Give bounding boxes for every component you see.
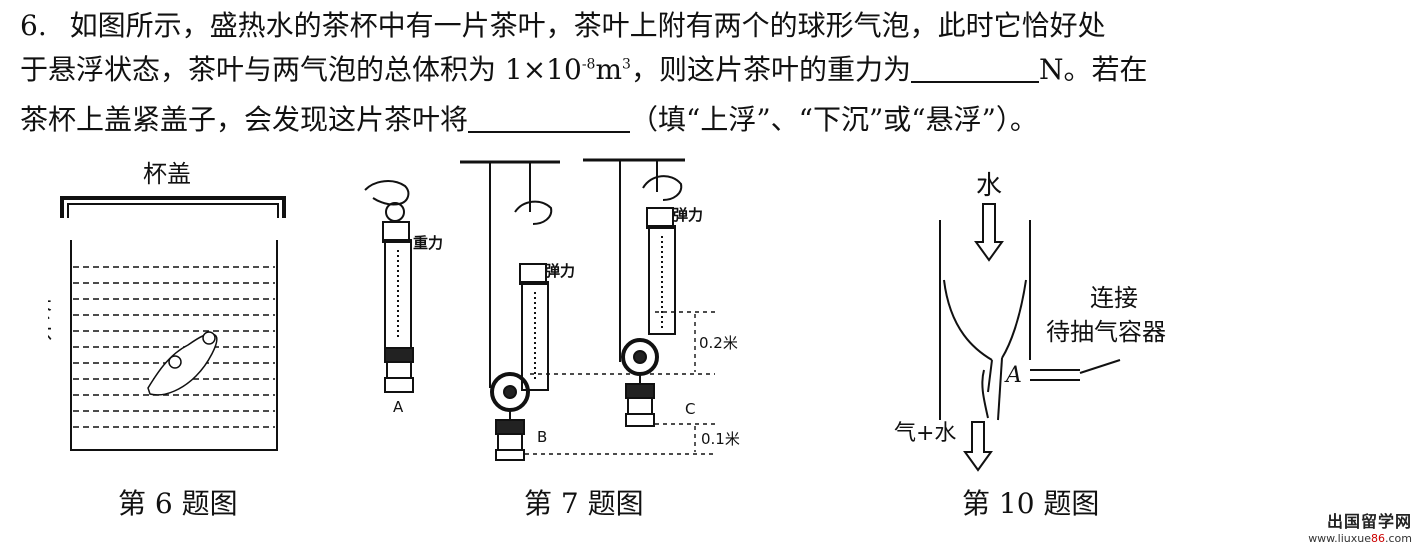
setup-b — [489, 162, 553, 461]
watermark-url: www.liuxue86.com — [1308, 532, 1412, 545]
question-text-3a: 茶杯上盖紧盖子，会发现这片茶叶将 — [20, 103, 469, 136]
connect-label-2: 待抽气容器 — [1046, 318, 1166, 346]
question-text-3b: （填“上浮”、“下沉”或“悬浮”）。 — [630, 103, 1038, 136]
tea-cup-diagram: 杯盖 茶 杯 — [28, 160, 286, 451]
reference-lines — [525, 311, 715, 455]
cup-label-1: 茶 — [48, 296, 52, 324]
arrow-down-in — [974, 203, 1004, 262]
water-lines — [73, 266, 275, 428]
cup-body — [70, 240, 278, 451]
connect-label-1: 连接 — [1090, 284, 1138, 312]
distance-02: 0.2米 — [699, 334, 738, 352]
point-a-label: A — [1004, 363, 1022, 388]
label-c: C — [685, 400, 695, 418]
question-text-2a: 于悬浮状态，茶叶与两气泡的总体积为 1×10 — [20, 53, 582, 86]
gravity-label: 重力 — [413, 234, 443, 252]
setup-a — [364, 180, 414, 393]
cup-lid — [60, 196, 286, 218]
funnel — [939, 220, 1121, 421]
label-b: B — [537, 428, 547, 446]
distance-01: 0.1米 — [701, 430, 740, 448]
spring-balance-diagram: 重力 A 弹力 B — [364, 158, 740, 461]
question-text-2c: ，则这片茶叶的重力为 — [630, 53, 911, 86]
bubble-2 — [202, 331, 216, 345]
caption-fig7: 第 7 题图 — [524, 487, 644, 520]
watermark: 出国留学网 www.liuxue86.com — [1308, 508, 1412, 545]
answer-blank-state[interactable] — [468, 101, 631, 133]
caption-fig6: 第 6 题图 — [118, 487, 238, 520]
unit-m: m — [595, 53, 623, 86]
elastic-label-2: 弹力 — [673, 206, 703, 224]
exponent-3: 3 — [622, 56, 631, 73]
setup-c — [619, 160, 683, 427]
lid-label: 杯盖 — [143, 160, 191, 188]
bubble-1 — [168, 355, 182, 369]
elastic-label-1: 弹力 — [545, 262, 575, 280]
funnel-diagram: 水 连接 待抽气容器 A 气+水 — [894, 171, 1166, 472]
label-a: A — [393, 398, 404, 416]
figure-10: 水 连接 待抽气容器 A 气+水 — [880, 160, 1220, 480]
question-line-3: 茶杯上盖紧盖子，会发现这片茶叶将 （填“上浮”、“下沉”或“悬浮”）。 — [20, 94, 1038, 146]
question-text-1: 如图所示，盛热水的茶杯中有一片茶叶，茶叶上附有两个的球形气泡，此时它恰好处 — [69, 9, 1106, 42]
gas-water-label: 气+水 — [894, 421, 956, 446]
cup-label-2: 杯 — [48, 324, 52, 352]
figure-6: 杯盖 茶 杯 — [28, 150, 298, 480]
question-text-2d: N。若在 — [1038, 53, 1148, 86]
question-line-2: 于悬浮状态，茶叶与两气泡的总体积为 1×10-8m3，则这片茶叶的重力为 N。若在 — [20, 44, 1147, 96]
watermark-title: 出国留学网 — [1326, 512, 1412, 531]
question-line-1: 6. 如图所示，盛热水的茶杯中有一片茶叶，茶叶上附有两个的球形气泡，此时它恰好处 — [20, 0, 1106, 52]
arrow-down-out — [963, 421, 993, 472]
tea-leaf — [147, 333, 218, 396]
answer-blank-gravity[interactable] — [910, 51, 1039, 83]
figure-7: 重力 A 弹力 B — [355, 152, 775, 462]
caption-fig10: 第 10 题图 — [962, 487, 1100, 520]
exponent-neg8: -8 — [581, 56, 596, 73]
question-number: 6. — [20, 9, 47, 42]
water-label: 水 — [976, 171, 1002, 201]
